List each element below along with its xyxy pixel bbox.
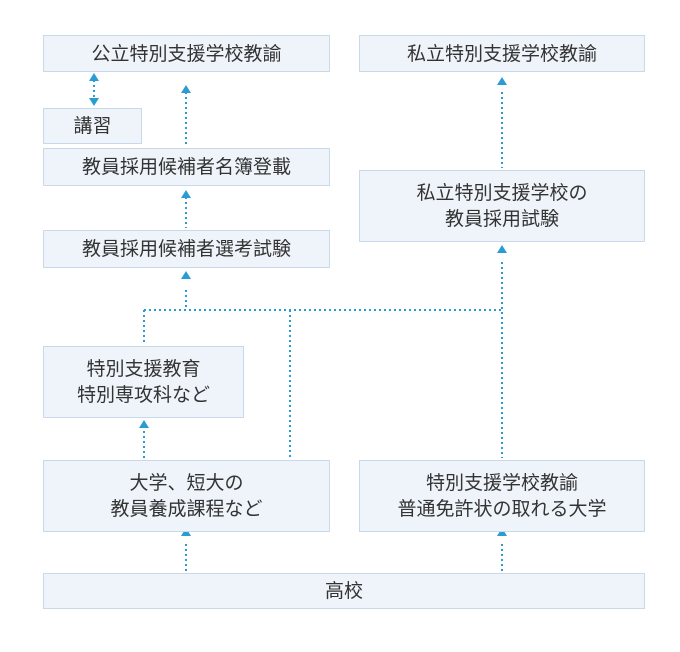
high-school-line-1: 高校 xyxy=(324,580,363,602)
training-box: 講習 xyxy=(43,108,142,144)
special-course-line-2: 特別専攻科など xyxy=(76,384,210,406)
arrowhead-up-icon xyxy=(497,77,507,85)
public-teacher-line-1: 公立特別支援学校教諭 xyxy=(91,42,282,65)
license-university-line-1: 特別支援学校教諭 xyxy=(425,472,578,494)
training-line-1: 講習 xyxy=(73,115,112,137)
arrowhead-up-icon xyxy=(181,271,191,279)
license-university-box: 特別支援学校教諭 普通免許状の取れる大学 xyxy=(359,460,645,532)
candidate-registry-box: 教員採用候補者名簿登載 xyxy=(43,148,330,186)
arrowhead-up-icon xyxy=(181,85,191,93)
arrowhead-up-icon xyxy=(497,528,507,536)
arrowhead-up-icon xyxy=(89,73,99,81)
license-university-line-2: 普通免許状の取れる大学 xyxy=(397,498,607,520)
private-exam-box: 私立特別支援学校の 教員採用試験 xyxy=(359,170,645,242)
university-box: 大学、短大の 教員養成課程など xyxy=(43,460,330,532)
special-course-box: 特別支援教育 特別専攻科など xyxy=(43,346,244,418)
arrowhead-down-icon xyxy=(89,98,99,106)
public-teacher-box: 公立特別支援学校教諭 xyxy=(43,35,330,72)
candidate-registry-line-1: 教員採用候補者名簿登載 xyxy=(81,156,291,178)
university-line-1: 大学、短大の xyxy=(129,472,244,494)
arrowhead-up-icon xyxy=(139,420,149,428)
arrowhead-up-icon xyxy=(181,190,191,198)
special-course-line-1: 特別支援教育 xyxy=(86,358,201,380)
university-line-2: 教員養成課程など xyxy=(110,498,263,520)
private-exam-line-2: 教員採用試験 xyxy=(444,208,559,230)
candidate-exam-box: 教員採用候補者選考試験 xyxy=(43,230,330,268)
candidate-exam-line-1: 教員採用候補者選考試験 xyxy=(81,238,291,260)
private-teacher-line-1: 私立特別支援学校教諭 xyxy=(406,42,597,65)
private-teacher-box: 私立特別支援学校教諭 xyxy=(359,35,645,72)
arrowhead-up-icon xyxy=(497,245,507,253)
high-school-box: 高校 xyxy=(43,573,645,609)
private-exam-line-1: 私立特別支援学校の xyxy=(416,182,588,204)
arrowhead-up-icon xyxy=(181,528,191,536)
